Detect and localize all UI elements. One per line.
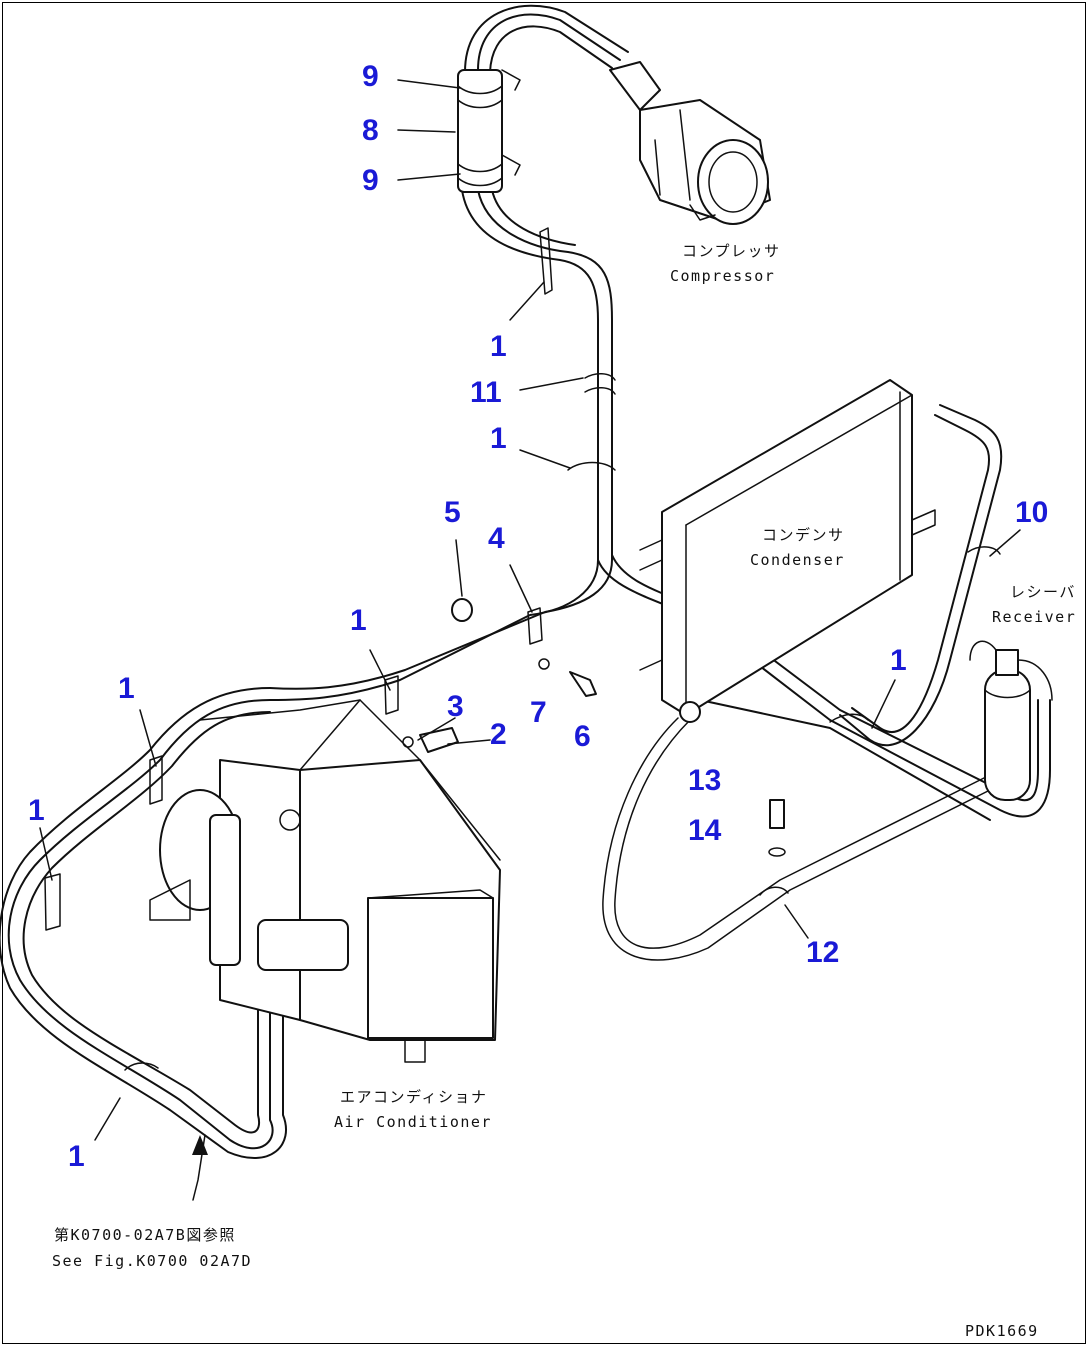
condenser-label-jp: コンデンサ bbox=[762, 526, 845, 544]
compressor-label-en: Compressor bbox=[670, 267, 775, 285]
callout-7: 7 bbox=[530, 696, 547, 729]
reference-label-en: See Fig.K0700 02A7D bbox=[52, 1252, 252, 1270]
air-conditioner-label-en: Air Conditioner bbox=[334, 1113, 492, 1131]
compressor-label-jp: コンプレッサ bbox=[682, 242, 781, 260]
callout-10: 10 bbox=[1015, 496, 1048, 529]
component-labels: コンプレッサ Compressor コンデンサ Condenser レシーバ R… bbox=[52, 242, 1076, 1340]
hose-sleeve bbox=[457, 69, 521, 193]
callout-1-riser-upper: 1 bbox=[490, 330, 507, 363]
callout-9-upper: 9 bbox=[362, 60, 379, 93]
reference-label-jp: 第K0700-02A7B図参照 bbox=[54, 1226, 236, 1244]
compressor-unit bbox=[609, 61, 771, 225]
callout-numbers: 9 8 9 1 11 1 5 4 10 1 1 3 2 7 6 1 1 13 1… bbox=[28, 60, 1048, 1173]
hose-main-bundle bbox=[0, 4, 1051, 1159]
air-conditioner-unit bbox=[149, 699, 501, 1063]
clamps bbox=[44, 227, 1001, 1201]
callout-13: 13 bbox=[688, 764, 721, 797]
condenser-unit bbox=[639, 379, 936, 723]
receiver-label-jp: レシーバ bbox=[1010, 583, 1076, 601]
air-conditioner-label-jp: エアコンディショナ bbox=[340, 1088, 487, 1106]
receiver-unit bbox=[969, 640, 1053, 801]
drawing-code: PDK1669 bbox=[965, 1322, 1039, 1340]
callout-8: 8 bbox=[362, 114, 379, 147]
callout-2: 2 bbox=[490, 718, 507, 751]
callout-6: 6 bbox=[574, 720, 591, 753]
callout-1-left: 1 bbox=[28, 794, 45, 827]
callout-1-center: 1 bbox=[350, 604, 367, 637]
callout-1-right: 1 bbox=[890, 644, 907, 677]
callout-1-left-upper: 1 bbox=[118, 672, 135, 705]
callout-3: 3 bbox=[447, 690, 464, 723]
receiver-label-en: Receiver bbox=[992, 608, 1076, 626]
callout-1-riser-lower: 1 bbox=[490, 422, 507, 455]
callout-12: 12 bbox=[806, 936, 839, 969]
condenser-label-en: Condenser bbox=[750, 551, 845, 569]
callout-4: 4 bbox=[488, 522, 505, 555]
callout-5: 5 bbox=[444, 496, 461, 529]
callout-9-lower: 9 bbox=[362, 164, 379, 197]
callout-11: 11 bbox=[470, 376, 502, 409]
callout-14: 14 bbox=[688, 814, 722, 847]
callout-1-bottom: 1 bbox=[68, 1140, 85, 1173]
reference-arrow bbox=[192, 1135, 208, 1155]
leader-lines bbox=[39, 79, 1021, 1141]
